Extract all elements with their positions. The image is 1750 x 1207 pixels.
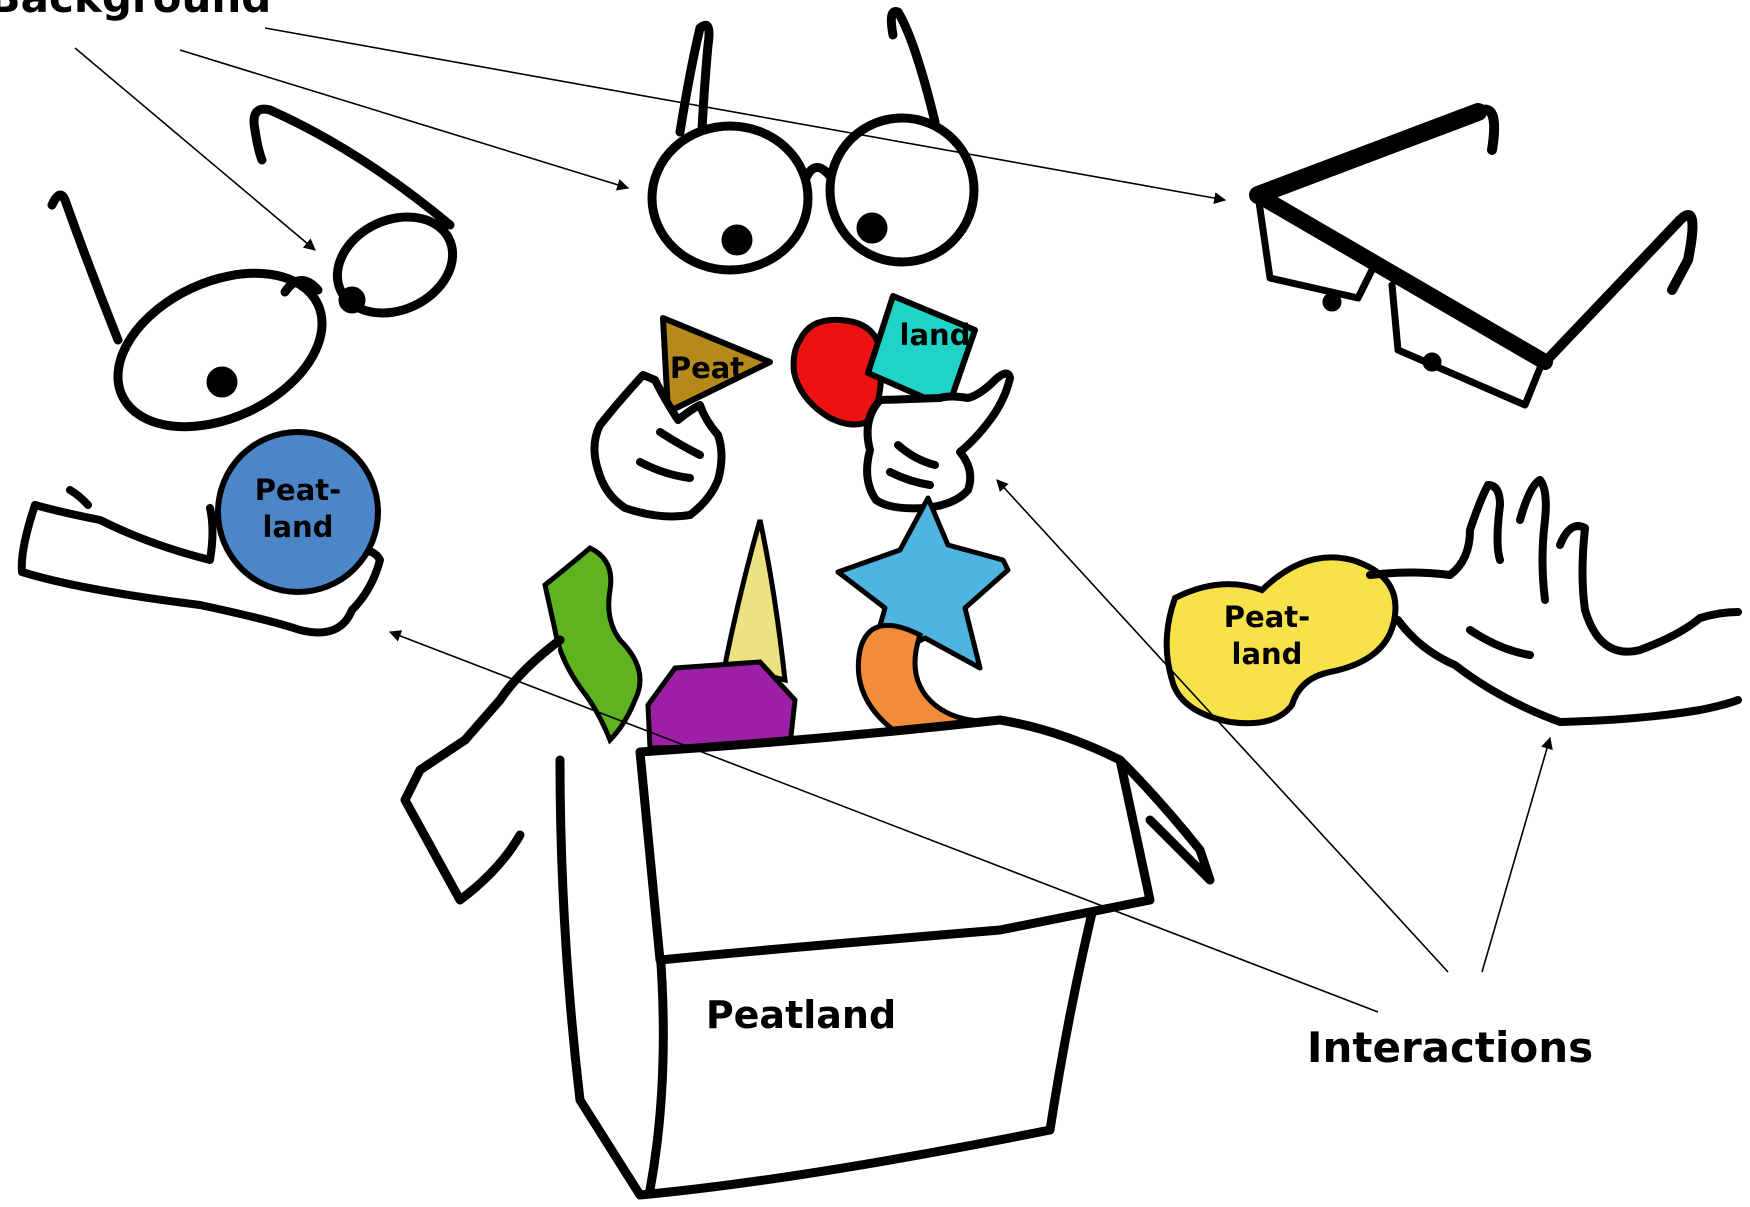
blue-circle-label-line1: Peat-: [255, 473, 341, 507]
blue-circle-shape: Peat- land: [218, 432, 378, 592]
yellow-blob-shape: Peat- land: [1167, 557, 1396, 723]
background-arrow-right-glasses: [265, 28, 1225, 200]
background-arrow-left-glasses: [75, 48, 315, 250]
cyan-square-label: land: [900, 318, 971, 352]
purple-hexagon-shape: [648, 662, 795, 748]
right-glasses-icon: [1258, 110, 1693, 405]
interactions-arrow-right-hand: [1482, 738, 1550, 972]
cyan-square-shape: land: [868, 296, 975, 408]
cyan-square-fill: [868, 296, 975, 408]
peatland-box: Peatland: [405, 498, 1210, 1195]
background-arrow-center-glasses: [180, 50, 628, 188]
yellow-blob-label-line1: Peat-: [1224, 600, 1310, 634]
cone-shape: [725, 520, 785, 680]
box-left-flap: [405, 640, 560, 900]
background-label: Background: [0, 0, 271, 22]
interactions-label: Interactions: [1307, 1023, 1593, 1072]
left-glasses-icon: [52, 109, 468, 457]
brown-triangle-shape: Peat: [663, 318, 770, 412]
blue-circle-label-line2: land: [263, 510, 334, 544]
right-hand-icon: [1370, 480, 1738, 722]
center-glasses-icon: [652, 11, 974, 270]
yellow-blob-label-line2: land: [1232, 637, 1303, 671]
box-label: Peatland: [706, 993, 896, 1037]
brown-triangle-label: Peat: [670, 351, 744, 385]
